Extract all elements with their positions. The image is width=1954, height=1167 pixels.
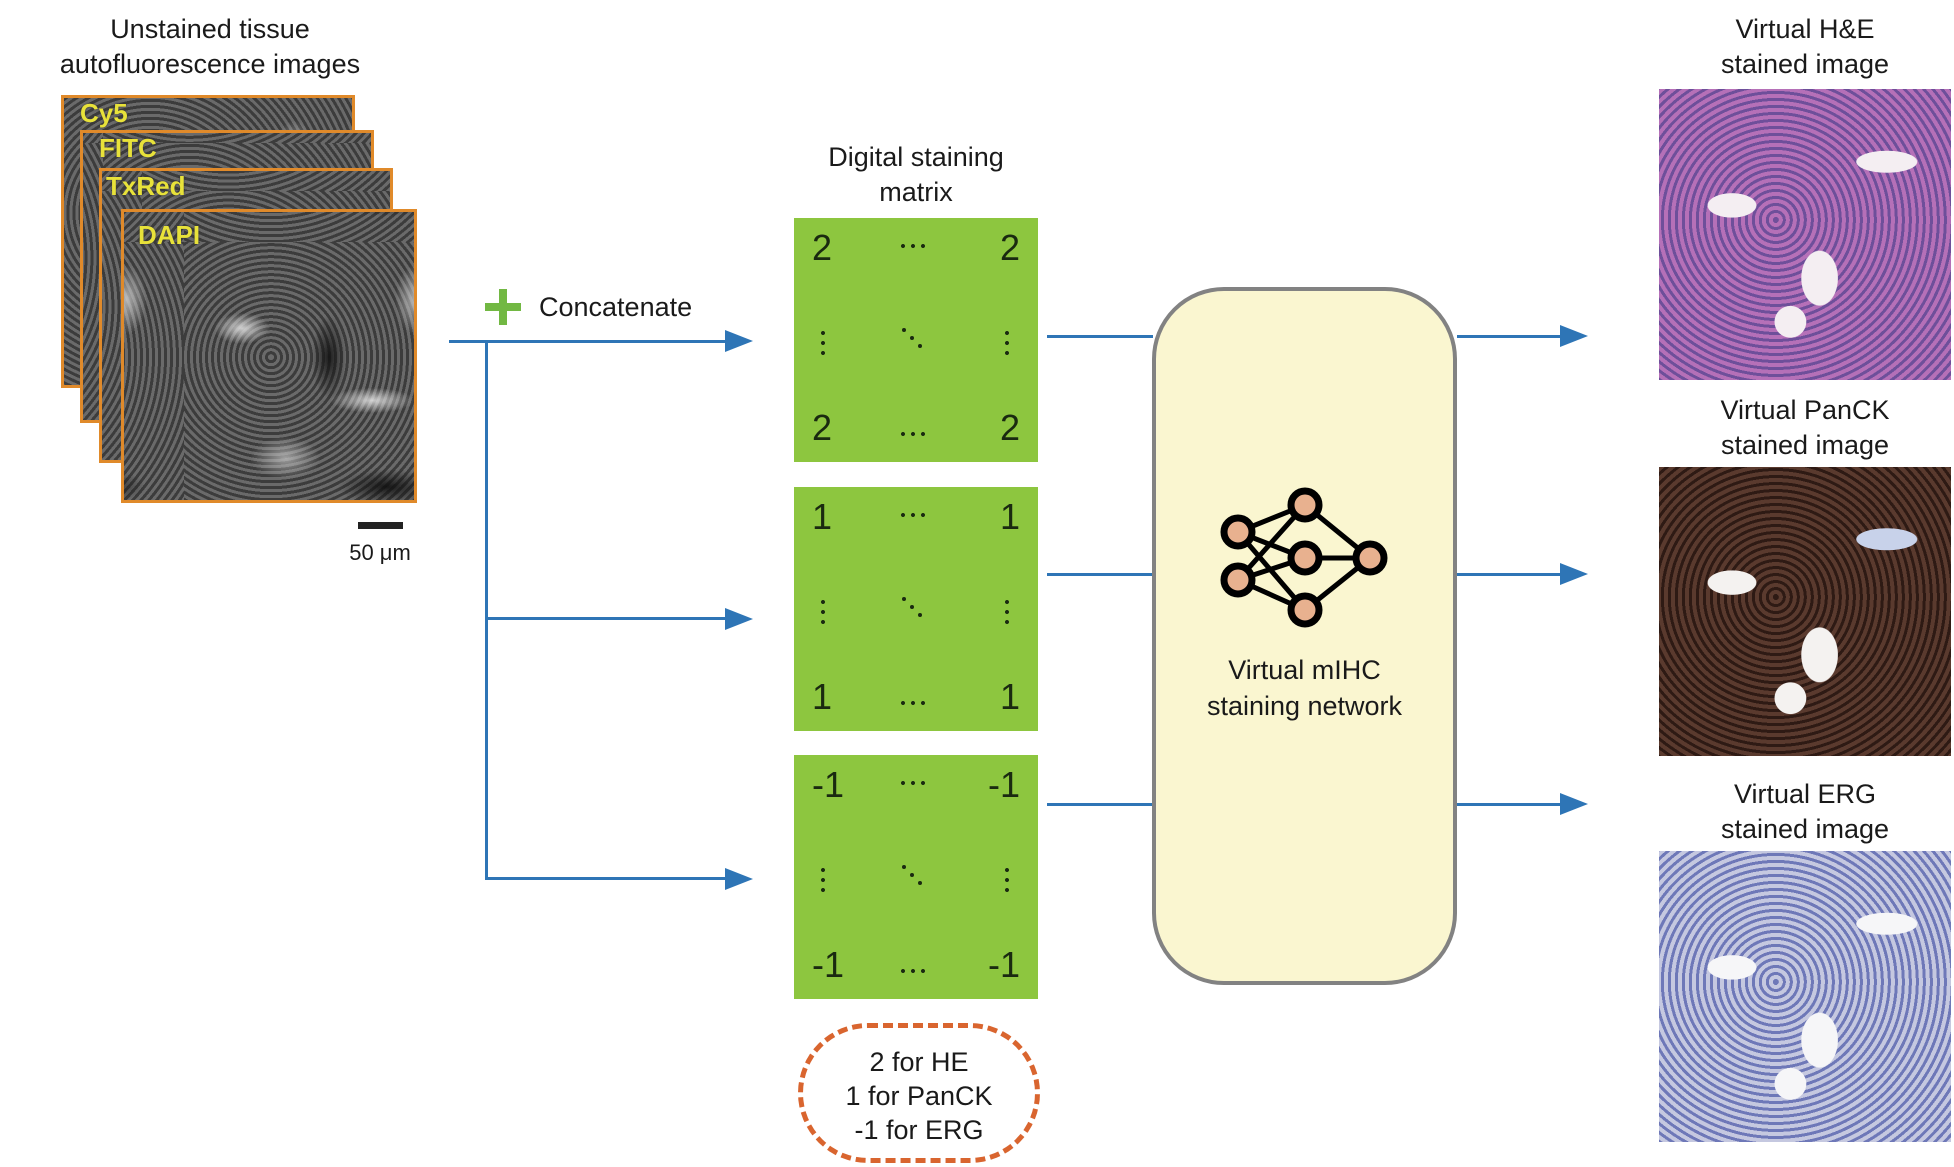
output-title-erg: Virtual ERG stained image (1655, 777, 1954, 847)
horizontal-ellipsis-icon (898, 513, 928, 517)
arrow-head-icon (725, 330, 753, 352)
matrix-title: Digital staining matrix (766, 140, 1066, 210)
matrix-value: 1 (999, 676, 1020, 717)
horizontal-ellipsis-icon (898, 969, 928, 973)
matrix-value: 1 (999, 496, 1020, 537)
matrix-value: 2 (999, 407, 1020, 448)
staining-matrix-he: 2 2 2 2 (794, 218, 1038, 462)
network-node (1220, 514, 1256, 550)
network-node (1220, 562, 1256, 598)
fluorescence-image-dapi: DAPI (121, 209, 417, 503)
matrix-title-line-2: matrix (879, 177, 953, 207)
channel-label-cy5: Cy5 (80, 98, 128, 128)
output-title-panck: Virtual PanCK stained image (1655, 393, 1954, 463)
plus-icon (485, 289, 521, 325)
matrix-value: 1 (812, 676, 833, 717)
vertical-ellipsis-icon (821, 597, 825, 627)
scale-bar (358, 522, 403, 529)
legend-line-erg: -1 for ERG (854, 1115, 984, 1145)
arrow-head-icon (1560, 325, 1588, 347)
connector-line (1047, 335, 1153, 338)
output-title-line-1: Virtual ERG (1733, 779, 1877, 809)
arrow-head-icon (725, 868, 753, 890)
arrow-head-icon (725, 608, 753, 630)
matrix-value: 1 (812, 496, 833, 537)
arrow-line-output-he (1457, 335, 1560, 338)
network-label: Virtual mIHC staining network (1152, 652, 1457, 724)
network-label-line-2: staining network (1206, 691, 1403, 721)
network-node (1352, 540, 1388, 576)
matrix-value: -1 (987, 944, 1020, 985)
concatenate-label: Concatenate (539, 292, 693, 322)
matrix-value: 2 (812, 227, 833, 268)
output-title-he: Virtual H&E stained image (1655, 12, 1954, 82)
connector-line (1047, 803, 1153, 806)
arrow-line-output-panck (1457, 573, 1560, 576)
matrix-value: 2 (999, 227, 1020, 268)
channel-label-fitc: FITC (99, 133, 157, 163)
horizontal-ellipsis-icon (898, 781, 928, 785)
vertical-ellipsis-icon (1005, 865, 1009, 895)
legend-line-panck: 1 for PanCK (845, 1081, 993, 1111)
arrow-line-branch-2 (485, 617, 725, 620)
vertical-ellipsis-icon (821, 865, 825, 895)
arrow-line-input (449, 340, 725, 343)
virtual-erg-image (1659, 851, 1951, 1142)
output-title-line-1: Virtual H&E (1735, 14, 1875, 44)
input-title-line-1: Unstained tissue (110, 14, 310, 44)
matrix-value: -1 (987, 764, 1020, 805)
staining-network-box (1152, 287, 1457, 985)
horizontal-ellipsis-icon (898, 432, 928, 436)
network-node (1287, 540, 1323, 576)
arrow-head-icon (1560, 793, 1588, 815)
matrix-value: -1 (812, 764, 845, 805)
diagonal-ellipsis-icon (902, 597, 926, 621)
input-title: Unstained tissue autofluorescence images (40, 12, 380, 82)
scale-bar-label: 50 μm (349, 540, 411, 565)
output-title-line-2: stained image (1720, 430, 1890, 460)
staining-matrix-erg: -1 -1 -1 -1 (794, 755, 1038, 999)
matrix-title-line-1: Digital staining (828, 142, 1004, 172)
channel-label-dapi: DAPI (138, 220, 201, 250)
input-title-line-2: autofluorescence images (59, 49, 361, 79)
diagonal-ellipsis-icon (902, 865, 926, 889)
horizontal-ellipsis-icon (898, 244, 928, 248)
matrix-value: 2 (812, 407, 833, 448)
neural-network-icon (1220, 487, 1388, 628)
staining-matrix-panck: 1 1 1 1 (794, 487, 1038, 731)
virtual-panck-image (1659, 467, 1951, 756)
network-label-line-1: Virtual mIHC (1228, 655, 1381, 685)
arrow-head-icon (1560, 563, 1588, 585)
vertical-ellipsis-icon (821, 328, 825, 358)
virtual-he-image (1659, 89, 1951, 380)
arrow-line-output-erg (1457, 803, 1560, 806)
channel-label-txred: TxRed (106, 171, 186, 201)
output-title-line-1: Virtual PanCK (1720, 395, 1890, 425)
arrow-line-branch-3 (485, 877, 725, 880)
legend-line-he: 2 for HE (869, 1047, 969, 1077)
output-title-line-2: stained image (1720, 814, 1890, 844)
output-title-line-2: stained image (1720, 49, 1890, 79)
vertical-ellipsis-icon (1005, 597, 1009, 627)
horizontal-ellipsis-icon (898, 701, 928, 705)
network-node (1287, 487, 1323, 523)
connector-line (1047, 573, 1153, 576)
branch-line (485, 342, 488, 880)
vertical-ellipsis-icon (1005, 328, 1009, 358)
matrix-value: -1 (812, 944, 845, 985)
matrix-value-legend: 2 for HE 1 for PanCK -1 for ERG (798, 1023, 1040, 1163)
diagonal-ellipsis-icon (902, 328, 926, 352)
network-node (1287, 592, 1323, 628)
